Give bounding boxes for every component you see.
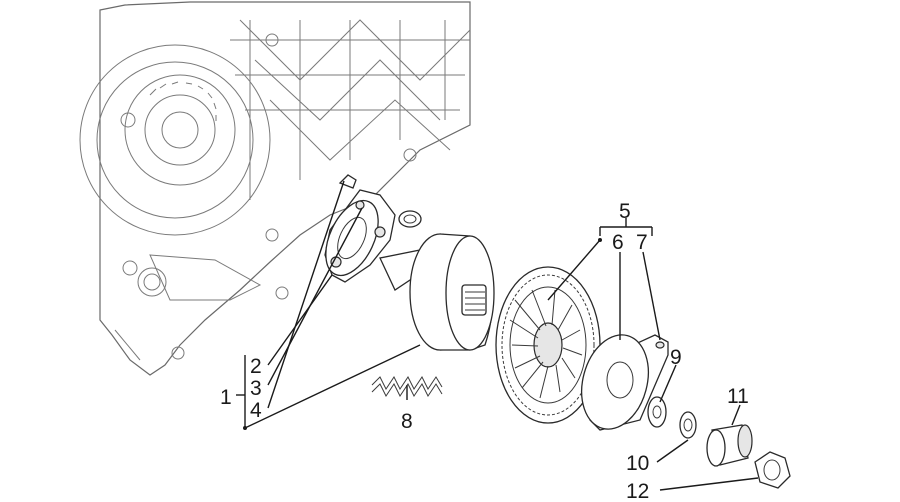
part-washer [647,396,667,428]
part-plate [581,334,669,431]
callout-11: 11 [727,385,749,408]
callout-9: 9 [670,346,682,369]
callout-4: 4 [250,399,262,422]
part-bushing [398,210,422,228]
callout-2: 2 [250,355,262,378]
part-washer-small [679,411,697,439]
callout-10: 10 [626,452,649,475]
crankcase [79,1,471,376]
part-screw [655,341,665,349]
callout-1: 1 [220,386,232,409]
callout-12: 12 [626,480,649,502]
callout-6: 6 [612,231,624,254]
callout-labels: 1 2 3 4 5 6 7 8 9 10 11 12 [220,200,749,502]
part-nut [754,451,791,489]
callout-7: 7 [636,231,648,254]
leader-lines [236,180,759,491]
callout-3: 3 [250,377,262,400]
part-fan-pulley [495,266,601,424]
callout-5: 5 [619,200,631,223]
part-spring [371,376,443,397]
part-pulley-drum [379,233,495,351]
callout-8: 8 [401,410,413,433]
part-bush [706,424,753,467]
part-drive-pulley-assembly [324,174,396,283]
